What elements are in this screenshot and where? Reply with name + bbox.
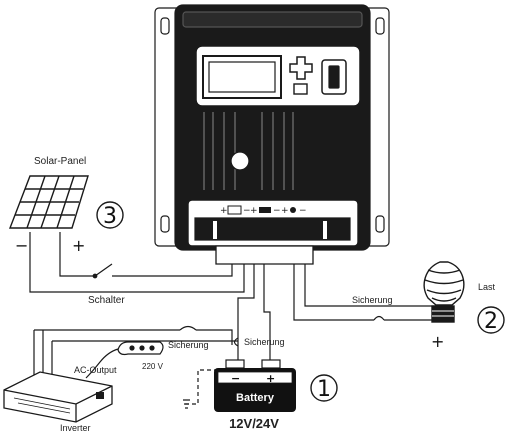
solar-panel-label: Solar-Panel (34, 156, 86, 167)
battery-label: Battery (236, 392, 275, 404)
svg-text:−: − (273, 206, 281, 216)
mount-slot (375, 17, 385, 35)
solar-wire-positive (59, 232, 95, 277)
mount-slot (375, 215, 385, 233)
callout-2-number: 2 (484, 309, 498, 334)
svg-text:+: + (220, 206, 228, 216)
battery-fuse-label: Sicherung (244, 337, 285, 347)
callout-2-circle (477, 306, 505, 334)
inverter-label: Inverter (60, 423, 91, 431)
switch-blade (94, 263, 113, 277)
battery-fuse-symbol (233, 337, 239, 347)
inverter-fuse-label: Sicherung (168, 340, 209, 350)
inverter (3, 371, 113, 423)
indicator-led (230, 151, 250, 171)
light-bulb (423, 261, 465, 323)
solar-panel (8, 175, 89, 229)
cable-connector (215, 245, 314, 265)
load-fuse-symbol (373, 315, 385, 321)
svg-text:−: − (299, 206, 307, 216)
ac-output-label: AC-Output (74, 365, 117, 375)
charge-controller: + − + − + − (154, 4, 390, 265)
ac-voltage-label: 220 V (142, 362, 164, 371)
ac-output-socket (85, 341, 164, 379)
load-label: Last (478, 282, 496, 292)
callout-1-circle (310, 374, 338, 402)
battery (214, 359, 296, 412)
battery-minus-mark: − (231, 372, 240, 385)
switch-label: Schalter (88, 295, 125, 306)
solar-minus-mark: − (15, 236, 28, 255)
terminal-symbols: + − + − + − (220, 205, 307, 216)
svg-text:−: − (243, 206, 251, 216)
navigation-cross-button[interactable] (289, 56, 313, 80)
solar-wire-negative (29, 232, 245, 293)
lcd-display (202, 55, 282, 99)
small-button[interactable] (293, 83, 308, 95)
mount-slot (160, 215, 170, 233)
load-plus-mark: + (431, 332, 444, 351)
solar-plus-mark: + (72, 236, 85, 255)
svg-text:+: + (281, 206, 289, 216)
inverter-fuse-symbol (179, 325, 197, 331)
battery-voltage-label: 12V/24V (229, 416, 279, 431)
svg-text:+: + (250, 206, 258, 216)
callout-3-circle (96, 201, 124, 229)
mount-slot (160, 17, 170, 35)
callout-1-number: 1 (317, 377, 331, 402)
wires (29, 232, 436, 409)
battery-plus-mark: + (266, 372, 275, 385)
callout-3-number: 3 (103, 204, 117, 229)
load-fuse-label: Sicherung (352, 295, 393, 305)
heat-sink-fins (203, 112, 294, 190)
